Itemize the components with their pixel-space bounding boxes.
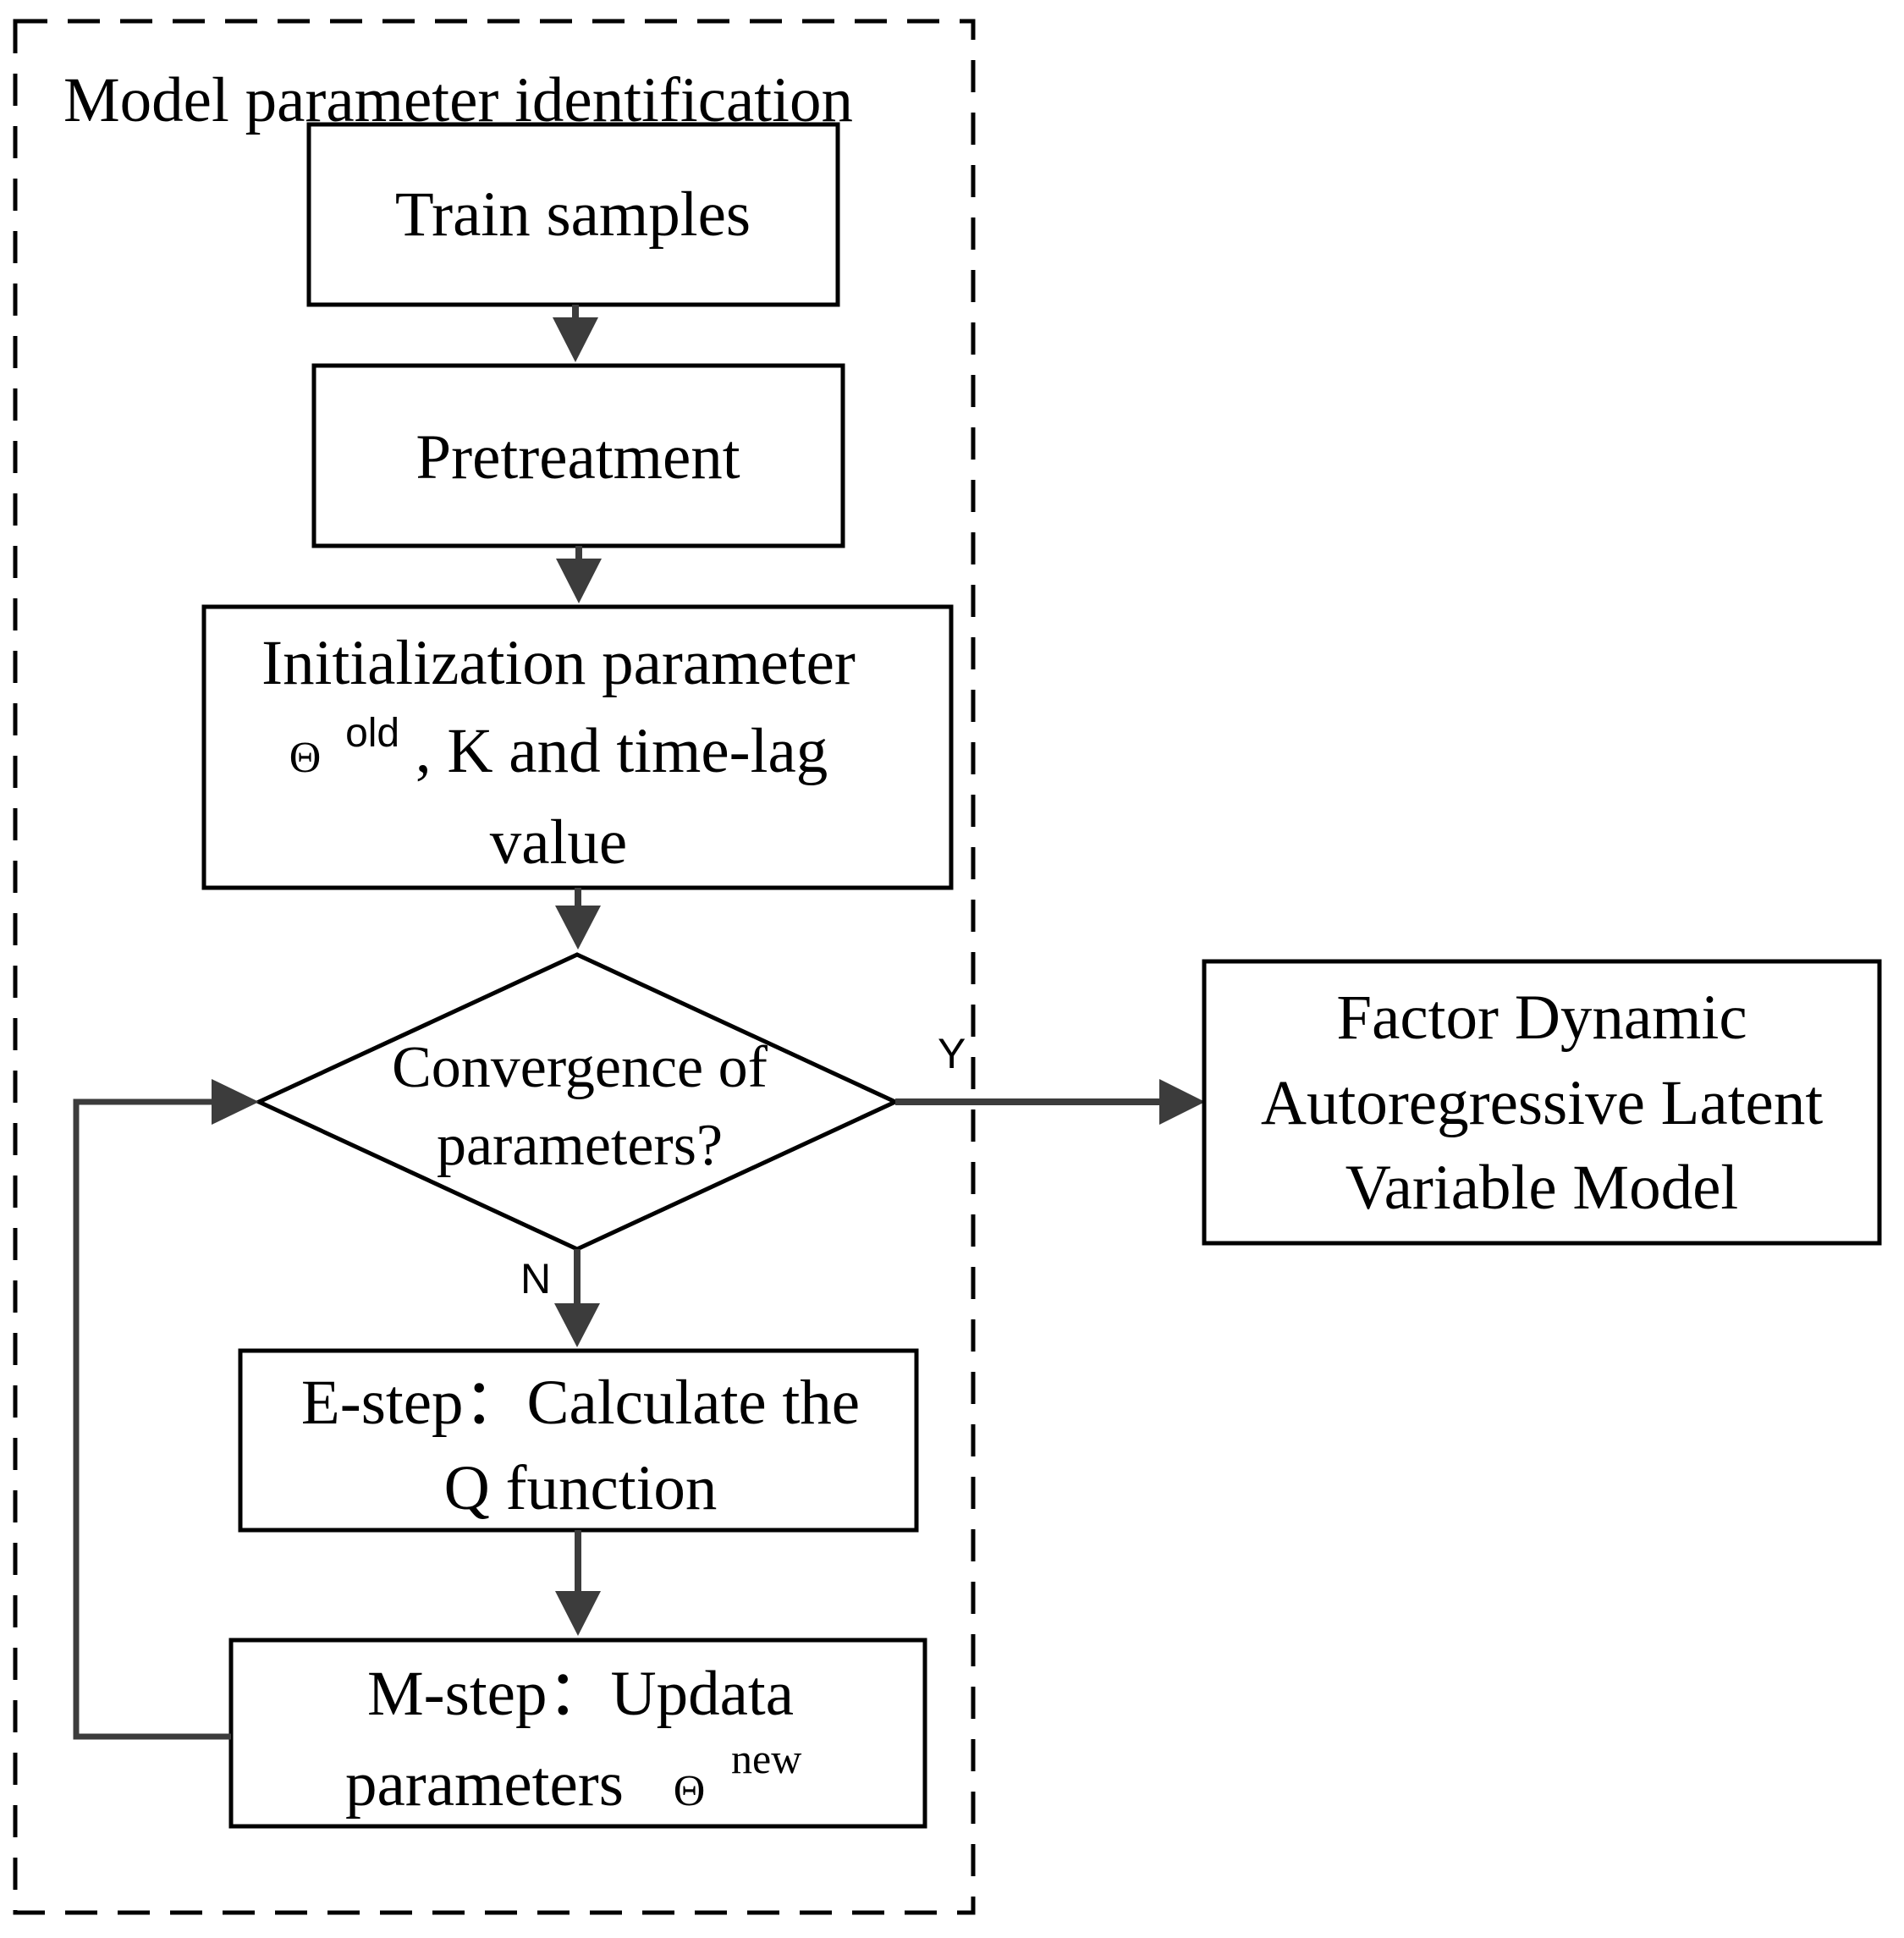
output-line3: Variable Model	[1345, 1153, 1738, 1223]
arrow-decision-to-estep	[554, 1249, 600, 1347]
output-line1: Factor Dynamic	[1336, 983, 1747, 1053]
initialization-box	[201, 604, 954, 890]
estep-line2: Q function	[444, 1453, 718, 1523]
initialization-line2-rest: , K and time-lag	[415, 716, 828, 786]
theta-new-superscript: new	[731, 1735, 801, 1782]
output-model-box	[1202, 959, 1882, 1246]
theta-old-superscript: old	[345, 711, 399, 756]
initialization-line2: Θ old , K and time-lag	[289, 691, 828, 786]
mstep-line2: parameters Θ new	[345, 1735, 801, 1820]
arrow-estep-to-mstep	[555, 1530, 601, 1636]
convergence-decision-diamond	[254, 952, 900, 1252]
arrow-pretreatment-to-init	[556, 546, 602, 603]
arrow-decision-to-output	[895, 1079, 1205, 1125]
estep-box	[238, 1348, 919, 1533]
mstep-line1: M-step：Updata	[367, 1659, 794, 1729]
estep-line1: E-step：Calculate the	[301, 1368, 860, 1438]
arrow-mstep-feedback-to-decision	[73, 1079, 259, 1740]
arrow-train-to-pretreatment	[553, 305, 598, 362]
initialization-line3: value	[490, 807, 627, 878]
mstep-line2-text: parameters	[345, 1749, 624, 1820]
pretreatment-label: Pretreatment	[415, 422, 740, 493]
theta-new-symbol: Θ	[674, 1767, 706, 1815]
edge-label-no: N	[520, 1255, 551, 1302]
decision-line2: parameters?	[437, 1113, 723, 1178]
output-line2: Autoregressive Latent	[1261, 1068, 1824, 1138]
train-samples-box	[306, 122, 840, 307]
initialization-line1: Initialization parameter	[261, 628, 856, 698]
edge-label-yes: Y	[938, 1030, 966, 1077]
mstep-box	[228, 1638, 927, 1829]
decision-line1: Convergence of	[392, 1035, 768, 1100]
arrow-init-to-decision	[555, 888, 601, 950]
train-samples-label: Train samples	[395, 179, 751, 250]
group-container	[13, 19, 976, 1915]
theta-old-symbol: Θ	[289, 734, 322, 782]
